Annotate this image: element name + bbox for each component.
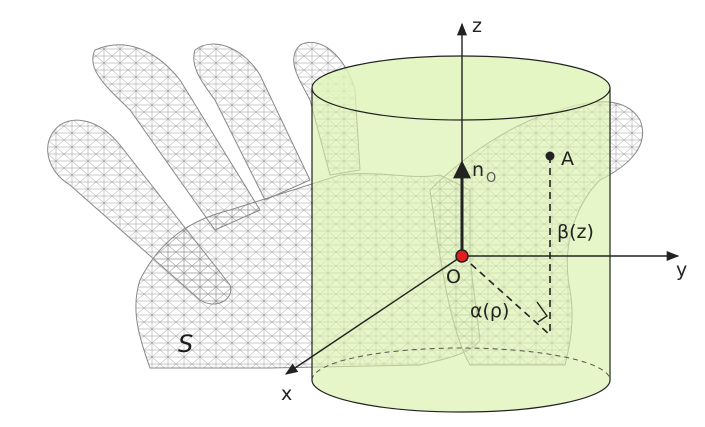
label-surface: S bbox=[178, 330, 193, 358]
label-axis-z: z bbox=[472, 15, 482, 37]
alpha-dashed-line bbox=[461, 255, 551, 336]
origin-point-dot bbox=[455, 249, 469, 263]
label-beta: β(z) bbox=[557, 221, 594, 243]
label-axis-x: x bbox=[281, 383, 292, 405]
cylinder-bottom-back-edge bbox=[311, 347, 611, 381]
coordinate-axes bbox=[284, 22, 680, 375]
label-origin: O bbox=[446, 266, 461, 288]
construction-lines bbox=[461, 156, 551, 336]
hand-finger-2 bbox=[193, 43, 311, 201]
axis-x-line bbox=[284, 255, 463, 375]
point-a-dot bbox=[545, 151, 555, 161]
label-normal: n bbox=[472, 159, 484, 181]
label-axis-y: y bbox=[676, 259, 687, 281]
cylinder-bottom-front-edge bbox=[311, 379, 611, 413]
right-angle-marker bbox=[536, 301, 548, 323]
label-point-a: A bbox=[561, 148, 574, 170]
cylinder-top-ellipse bbox=[311, 55, 611, 121]
label-normal-subscript: O bbox=[486, 171, 496, 186]
label-alpha: α(ρ) bbox=[470, 300, 509, 322]
